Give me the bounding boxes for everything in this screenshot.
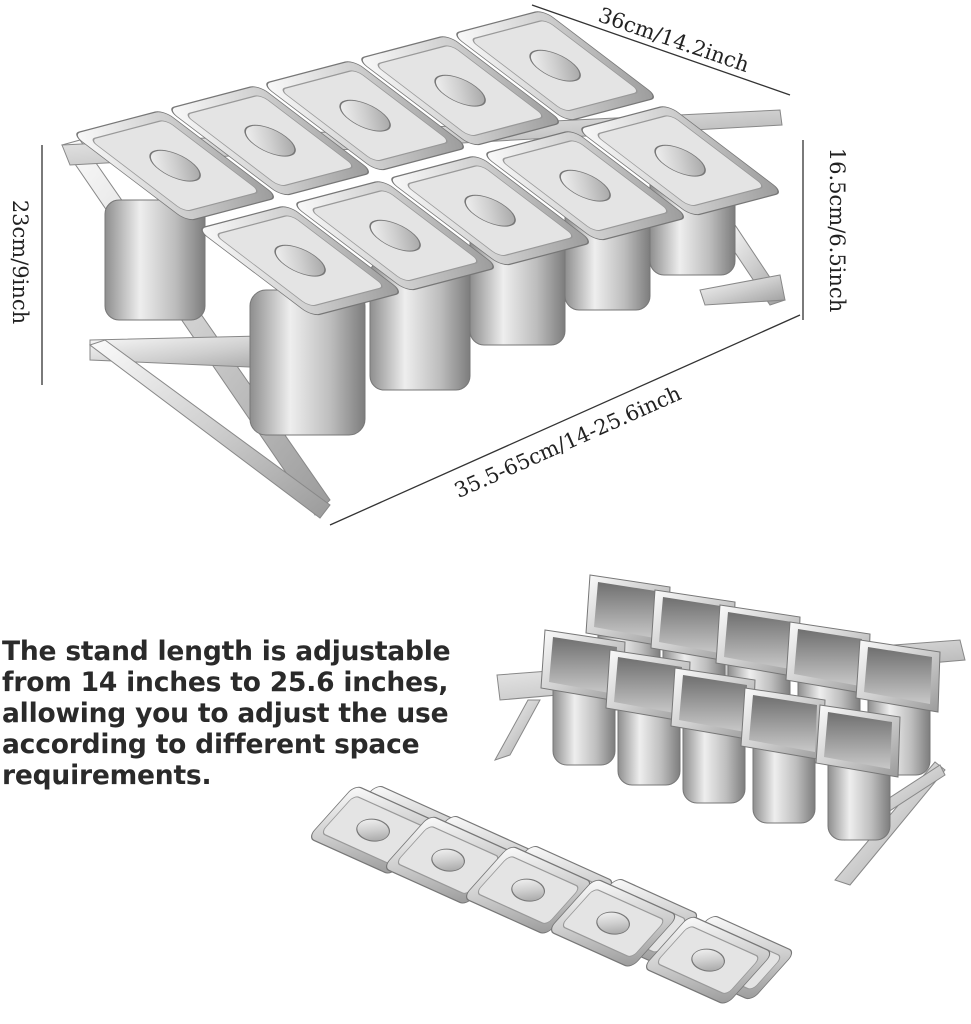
- adjustable-length-description: The stand length is adjustable from 14 i…: [2, 636, 451, 791]
- pan-lid: [646, 916, 771, 1004]
- lid-handle-icon: [596, 911, 630, 935]
- open-pan: [540, 629, 626, 766]
- pan-lid: [551, 879, 676, 967]
- pan-lid: [296, 181, 494, 291]
- lid-handle-icon: [559, 169, 611, 202]
- lid-handle-icon: [434, 74, 486, 107]
- pan-lid: [486, 131, 684, 241]
- pan-lid: [171, 86, 369, 196]
- open-pan: [740, 687, 826, 824]
- lids-top: [76, 11, 779, 316]
- lid-handle-icon: [149, 149, 201, 182]
- pan-lid: [466, 846, 591, 934]
- open-pan: [670, 667, 756, 804]
- loose-lids-bottom: [311, 786, 793, 1004]
- lid-handle-icon: [274, 244, 326, 277]
- pan-lid: [361, 36, 559, 146]
- open-pan: [815, 704, 901, 841]
- lid-handle-icon: [691, 948, 725, 972]
- pan-lid: [456, 11, 654, 121]
- lid-handle-icon: [339, 99, 391, 132]
- dimension-lines: [41, 4, 804, 526]
- lid-handle-icon: [464, 194, 516, 227]
- open-pan: [605, 649, 691, 786]
- pan-lid: [76, 111, 274, 221]
- lid-handle-icon: [244, 124, 296, 157]
- lid-handle-icon: [511, 878, 545, 902]
- pan-lid: [391, 156, 589, 266]
- pan-lid: [201, 206, 399, 316]
- lid-handle-icon: [431, 848, 465, 872]
- lid-handle-icon: [654, 144, 706, 177]
- pan-bodies-top: [104, 159, 736, 436]
- height-total-dimension-label: 23cm/9inch: [8, 199, 33, 325]
- pan-lid: [581, 106, 779, 216]
- open-pans-bottom: [540, 574, 941, 841]
- lid-stack: [646, 916, 793, 1004]
- height-pan-dimension-label: 16.5cm/6.5inch: [825, 147, 850, 313]
- lid-handle-icon: [529, 49, 581, 82]
- lid-handle-icon: [369, 219, 421, 252]
- lid-handle-icon: [356, 818, 390, 842]
- pan-lid: [266, 61, 464, 171]
